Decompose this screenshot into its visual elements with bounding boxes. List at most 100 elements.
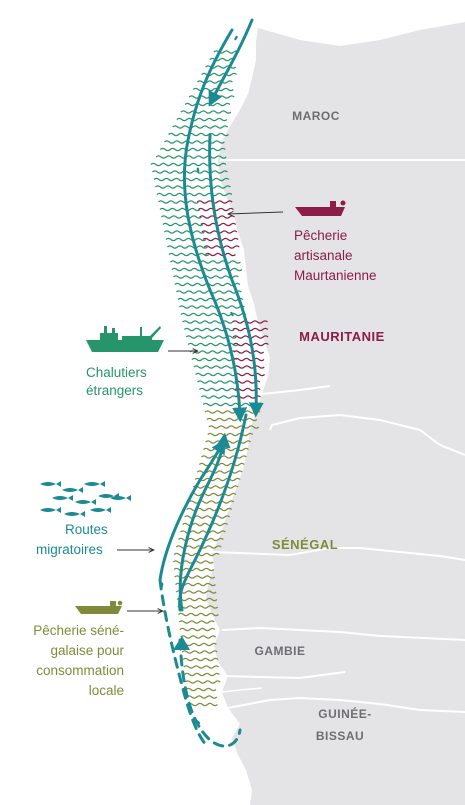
svg-text:Maurtanienne: Maurtanienne	[294, 268, 377, 283]
boat-icon	[75, 600, 123, 614]
wave-line	[175, 545, 222, 549]
wave-line	[233, 365, 265, 369]
wave-line	[171, 267, 243, 272]
svg-text:locale: locale	[89, 683, 124, 698]
fish-icon	[98, 493, 119, 499]
migration-routes	[158, 18, 264, 612]
wave-line	[234, 372, 265, 377]
fish-icon	[40, 481, 61, 487]
wave-line	[179, 305, 245, 309]
wave-line	[192, 485, 239, 489]
wave-line	[153, 177, 230, 182]
land-mass	[206, 22, 465, 805]
fish-icon	[84, 481, 105, 487]
wave-line	[232, 327, 269, 332]
wave-line	[233, 357, 265, 362]
wave-line	[183, 665, 220, 669]
wave-line	[176, 290, 242, 294]
wave-line	[198, 462, 245, 467]
svg-text:Pêcherie séné-: Pêcherie séné-	[33, 623, 124, 638]
route-dashed	[158, 578, 242, 748]
wave-line	[184, 680, 221, 684]
svg-text:Chalutiers: Chalutiers	[86, 365, 147, 380]
fish-icon	[52, 495, 73, 501]
wave-line	[208, 425, 260, 429]
wave-line	[187, 702, 218, 707]
label-mauritanie: MAURITANIE	[299, 329, 385, 344]
wave-line	[152, 170, 228, 174]
wave-line	[232, 320, 268, 324]
fish-icon	[110, 495, 131, 501]
wave-line	[202, 402, 259, 407]
svg-text:Routes: Routes	[65, 522, 108, 537]
wave-line	[197, 80, 233, 84]
wave-line	[164, 230, 205, 234]
wave-line	[186, 507, 233, 512]
wave-line	[159, 147, 226, 152]
trawler-icon	[86, 326, 164, 352]
wave-line	[177, 537, 224, 542]
wave-line	[155, 155, 227, 159]
svg-text:artisanale: artisanale	[294, 248, 353, 263]
svg-text:galaise pour: galaise pour	[50, 643, 124, 658]
wave-line	[193, 365, 240, 369]
wave-line	[184, 102, 231, 107]
fish-icon	[90, 507, 111, 513]
wave-line	[186, 695, 218, 699]
wave-line	[179, 627, 216, 632]
wave-line	[196, 200, 233, 204]
wave-line	[170, 260, 241, 264]
route-south-up-2	[158, 438, 226, 582]
fish-icon	[40, 507, 61, 513]
legend-trawlers: Chalutiers étrangers	[86, 365, 147, 398]
svg-text:Pêcherie: Pêcherie	[294, 228, 347, 243]
wave-line	[180, 312, 247, 317]
wave-line	[150, 162, 227, 167]
wave-line	[190, 492, 237, 497]
wave-line	[162, 222, 204, 227]
wave-line	[161, 215, 202, 219]
wave-line	[158, 200, 199, 204]
wave-line	[207, 432, 254, 437]
wave-line	[168, 132, 229, 137]
fish-icon	[62, 487, 83, 493]
wave-line	[175, 590, 217, 594]
legend-routes: Routes migratoires	[36, 522, 108, 557]
svg-text:étrangers: étrangers	[86, 383, 143, 398]
label-guinee-bissau-2: BISSAU	[316, 729, 364, 743]
route-inner	[208, 133, 264, 418]
wave-line	[204, 410, 261, 414]
boat-icon	[295, 200, 346, 216]
wave-line	[180, 110, 232, 114]
legend-local: Pêcherie séné- galaise pour consommation…	[33, 623, 124, 698]
wave-line	[176, 117, 228, 122]
route-coast-down	[178, 413, 248, 612]
wave-line	[178, 620, 215, 624]
wave-line	[184, 515, 231, 519]
wave-line	[205, 440, 252, 444]
wave-line	[209, 57, 236, 62]
wave-line	[177, 605, 219, 609]
wave-line	[188, 500, 235, 504]
country-borders	[211, 159, 465, 713]
wave-line	[164, 140, 225, 144]
route-outer-north	[208, 18, 254, 107]
wave-line	[168, 252, 210, 257]
wave-line	[206, 417, 258, 422]
wave-line	[203, 447, 249, 452]
wave-line	[182, 320, 233, 324]
wave-line	[159, 207, 201, 212]
wave-line	[205, 252, 236, 257]
wave-line	[198, 387, 240, 392]
wave-line	[156, 192, 233, 197]
wave-line	[177, 297, 244, 302]
wave-line	[199, 215, 235, 219]
wave-line	[200, 395, 237, 399]
fish-icon	[64, 511, 85, 517]
wave-line	[195, 372, 237, 377]
wave-line	[167, 245, 208, 249]
label-guinee-bissau-1: GUINÉE-	[318, 706, 372, 721]
wave-line	[185, 687, 217, 692]
label-senegal: SÉNÉGAL	[272, 537, 338, 552]
